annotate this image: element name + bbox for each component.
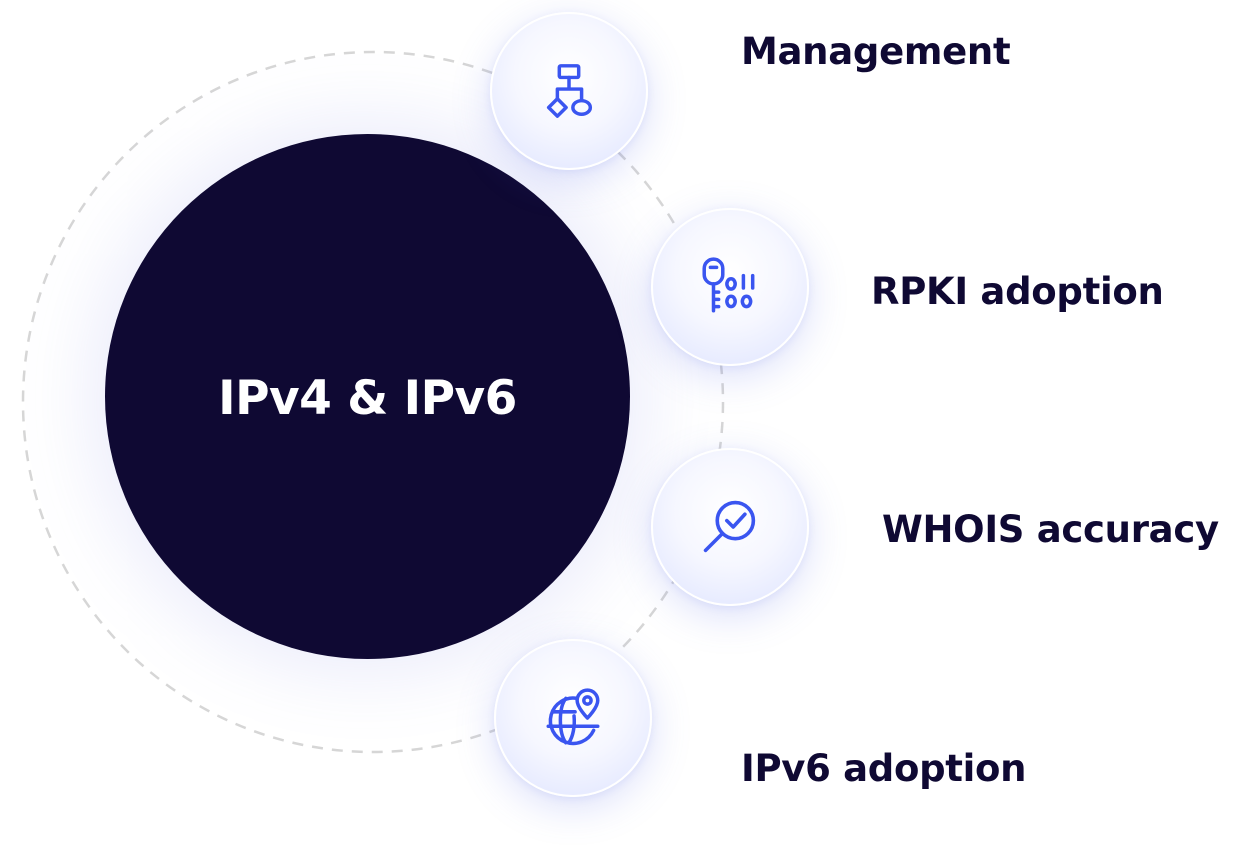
node-rpki-adoption <box>651 208 809 366</box>
magnifier-check-icon <box>703 500 756 553</box>
center-title: IPv4 & IPv6 <box>218 371 517 426</box>
globe-pin-icon <box>546 688 600 746</box>
flowchart-icon <box>546 64 593 118</box>
key-binary-icon <box>702 257 755 313</box>
label-ipv6-adoption: IPv6 adoption <box>741 747 1027 790</box>
node-management <box>490 12 648 170</box>
label-whois-accuracy: WHOIS accuracy <box>882 508 1219 551</box>
center-circle: IPv4 & IPv6 <box>105 134 630 659</box>
node-whois-accuracy <box>651 448 809 606</box>
label-rpki-adoption: RPKI adoption <box>871 270 1164 313</box>
node-ipv6-adoption <box>494 639 652 797</box>
label-management: Management <box>741 30 1011 73</box>
